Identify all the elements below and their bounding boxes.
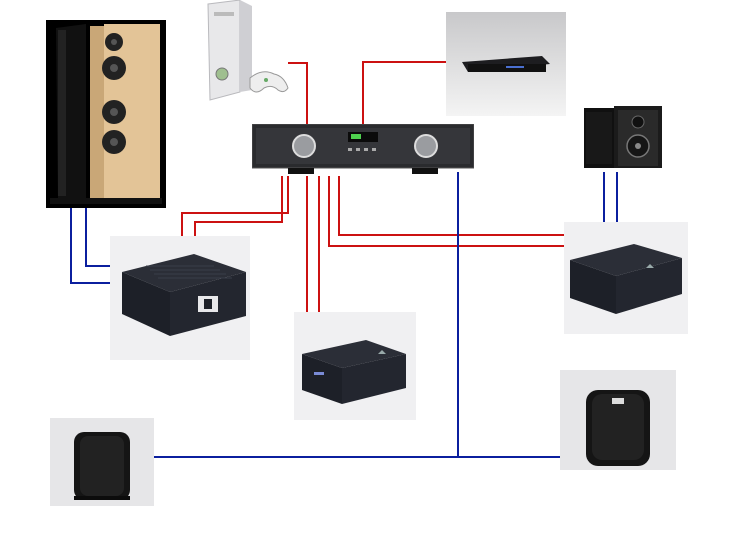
subwoofer-left: [50, 418, 154, 506]
dvd-player-icon: [446, 12, 566, 116]
power-amplifier-icon: [110, 236, 250, 360]
dvd-player: [446, 12, 566, 116]
bookshelf-speakers: [580, 102, 666, 172]
power-amplifier-icon: [564, 222, 688, 334]
cable-amp-left-floor-speakers-1: [70, 206, 112, 284]
amp-left: [110, 236, 250, 360]
cable-game-console-preamp: [288, 62, 308, 126]
amp-center: [294, 312, 416, 420]
subwoofer-right: [560, 370, 676, 470]
tower-speakers-icon: [46, 20, 166, 208]
preamplifier-icon: [252, 124, 474, 174]
cable-preamp-amp-right-1: [338, 176, 566, 236]
game-console-icon: [207, 0, 289, 101]
subwoofer-icon: [50, 418, 154, 506]
bookshelf-speakers-icon: [584, 106, 662, 168]
preamp: [252, 124, 474, 176]
game-console: [200, 0, 292, 104]
amp-right: [564, 222, 688, 334]
subwoofer-icon: [560, 370, 676, 470]
floor-speakers: [46, 20, 166, 208]
cable-dvd-preamp: [362, 61, 446, 126]
cable-preamp-amp-right-2: [328, 176, 566, 247]
cable-preamp-amp-left-1: [181, 176, 289, 237]
cable-preamp-amp-left-2: [194, 176, 283, 237]
power-amplifier-icon: [294, 312, 416, 420]
cable-amp-left-floor-speakers-2: [85, 206, 112, 267]
